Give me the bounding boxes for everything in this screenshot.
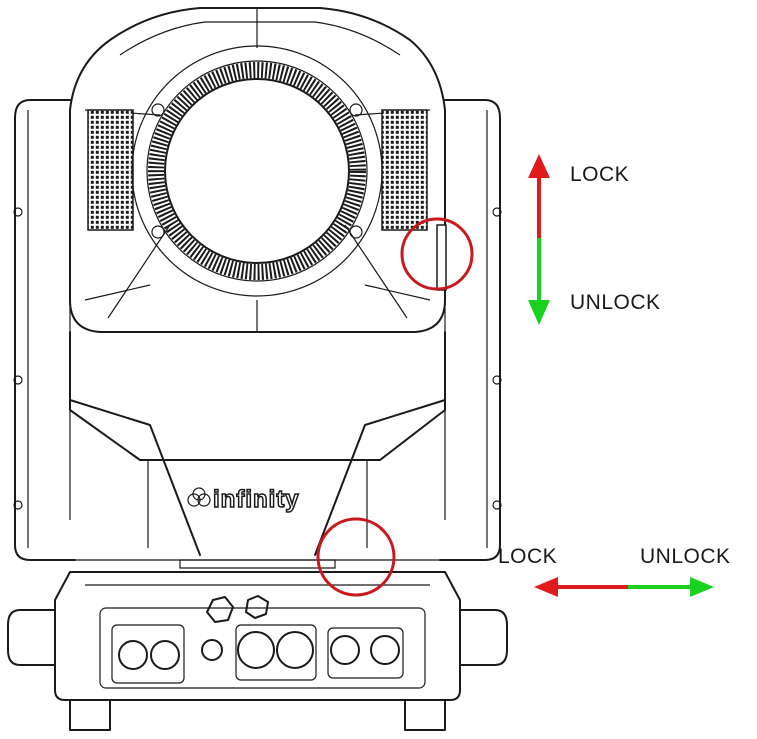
yoke-base-neck — [69, 331, 446, 569]
lens-assembly — [131, 45, 383, 297]
pan-lock-highlight-circle — [316, 517, 396, 597]
horizontal-lock-label: LOCK — [498, 545, 558, 568]
vertical-unlock-label: UNLOCK — [570, 291, 661, 314]
right-grille — [381, 109, 428, 231]
brand-logo-text: infinity — [213, 486, 300, 513]
horizontal-unlock-label: UNLOCK — [640, 545, 731, 568]
connector-panel — [111, 595, 404, 684]
base-housing — [7, 571, 508, 731]
vertical-lock-label: LOCK — [570, 163, 630, 186]
infinity-logo — [187, 487, 211, 507]
vertical-lock-arrow — [528, 154, 550, 325]
tilt-lock-highlight-circle — [400, 217, 474, 291]
tilt-lock-lever — [436, 224, 447, 291]
horizontal-lock-arrow — [534, 577, 714, 597]
yoke-left-arm — [13, 99, 76, 561]
left-grille — [87, 109, 134, 231]
yoke-right-arm — [439, 99, 502, 561]
